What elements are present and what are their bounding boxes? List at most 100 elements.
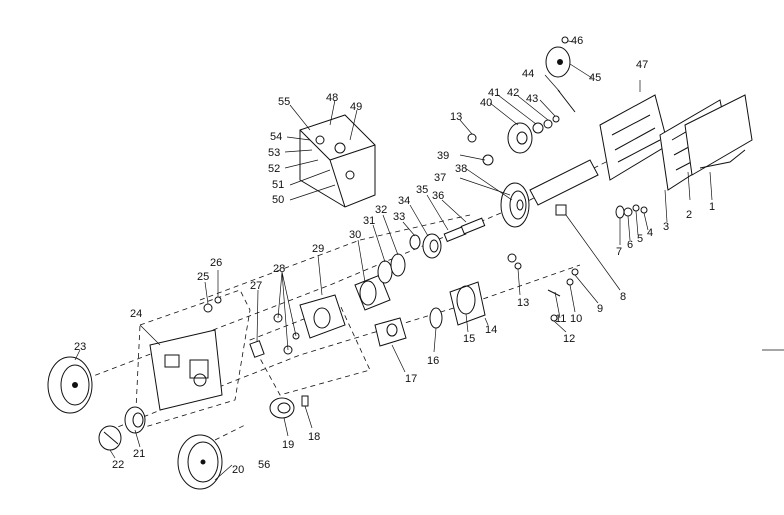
label-53: 53 [268, 147, 280, 159]
part-ring-22 [98, 425, 122, 451]
label-25: 25 [197, 271, 209, 283]
label-36: 36 [432, 190, 444, 202]
label-7: 7 [616, 246, 622, 258]
label-23: 23 [74, 341, 86, 353]
part-housing-24 [149, 329, 223, 411]
label-18: 18 [308, 431, 320, 443]
part-screw-26 [214, 296, 222, 304]
part-spacer-18 [301, 395, 309, 407]
label-30: 30 [349, 229, 361, 241]
label-55: 55 [278, 96, 290, 108]
part-labels: 1 2 3 4 5 6 7 8 9 10 11 12 13 13 14 15 1… [74, 35, 715, 476]
label-15: 15 [463, 333, 475, 345]
part-washer-43 [552, 115, 560, 123]
part-bushing-19 [269, 397, 295, 419]
label-9: 9 [597, 303, 603, 315]
label-13-upper: 13 [450, 111, 462, 123]
part-screw-13-upper [467, 133, 477, 143]
part-fastener-7 [615, 205, 625, 219]
label-45: 45 [589, 72, 601, 84]
part-rod-44 [557, 89, 576, 113]
part-knob-23 [47, 356, 93, 414]
label-22: 22 [112, 459, 124, 471]
label-44: 44 [522, 68, 534, 80]
part-fastener-6 [623, 207, 633, 217]
label-14: 14 [485, 324, 497, 336]
label-12: 12 [563, 333, 575, 345]
label-33: 33 [393, 211, 405, 223]
label-51: 51 [272, 179, 284, 191]
part-bracket-8 [555, 204, 567, 216]
part-cam-29 [299, 294, 346, 339]
label-13-lower: 13 [517, 297, 529, 309]
label-19: 19 [282, 439, 294, 451]
label-52: 52 [268, 163, 280, 175]
part-screw-25 [203, 303, 213, 313]
part-cover-2 [684, 94, 753, 176]
part-fastener-4 [640, 206, 648, 214]
part-washer-33 [409, 234, 421, 250]
label-40: 40 [480, 97, 492, 109]
label-34: 34 [398, 195, 410, 207]
part-screw-13-lower [507, 253, 522, 270]
label-24: 24 [130, 308, 142, 320]
label-37: 37 [434, 172, 446, 184]
label-54: 54 [270, 131, 282, 143]
part-pulley-40 [507, 122, 533, 154]
part-pin-27 [249, 340, 265, 358]
part-pin-9 [571, 268, 579, 276]
part-hub-34 [422, 233, 442, 259]
part-drum-30 [354, 274, 391, 311]
label-29: 29 [312, 243, 324, 255]
label-49: 49 [350, 101, 362, 113]
label-16: 16 [427, 355, 439, 367]
part-pin-11 [547, 289, 561, 297]
label-42: 42 [507, 87, 519, 99]
part-sleeve-15 [449, 281, 486, 326]
frame-outline [134, 289, 251, 431]
label-27: 27 [250, 280, 262, 292]
label-35: 35 [416, 184, 428, 196]
part-board-47 [599, 94, 669, 181]
part-housing-box [299, 114, 376, 208]
part-gear-20 [177, 434, 223, 490]
label-21: 21 [133, 448, 145, 460]
label-47: 47 [636, 59, 648, 71]
upper-guide-line [199, 214, 471, 301]
part-disc-45 [545, 46, 571, 78]
part-flywheel-37 [500, 182, 530, 228]
part-washer-42 [543, 119, 553, 129]
label-43: 43 [526, 93, 538, 105]
label-28: 28 [273, 263, 285, 275]
label-41: 41 [488, 87, 500, 99]
leader-lines [74, 40, 784, 481]
label-5: 5 [637, 233, 643, 245]
label-50: 50 [272, 194, 284, 206]
label-48: 48 [326, 92, 338, 104]
label-56: 56 [258, 459, 270, 471]
label-2: 2 [686, 209, 692, 221]
label-4: 4 [647, 227, 653, 239]
label-26: 26 [210, 257, 222, 269]
part-shaft-36 [460, 217, 486, 235]
label-6: 6 [627, 239, 633, 251]
part-cap-21 [124, 406, 146, 434]
label-31: 31 [363, 215, 375, 227]
label-8: 8 [620, 291, 626, 303]
part-cable-56 [214, 424, 246, 441]
label-10: 10 [570, 313, 582, 325]
part-fastener-5 [632, 204, 640, 212]
part-main-shaft [529, 159, 599, 206]
part-nut-39 [482, 154, 494, 166]
part-clip-1 [699, 149, 746, 169]
part-screw-46 [561, 36, 569, 44]
part-ring-31 [377, 260, 393, 284]
part-pin-10 [566, 278, 574, 286]
label-11: 11 [555, 313, 566, 325]
label-32: 32 [375, 204, 387, 216]
part-block-17 [374, 317, 407, 347]
part-washer-41 [532, 122, 544, 134]
label-38: 38 [455, 163, 467, 175]
label-20: 20 [232, 464, 244, 476]
